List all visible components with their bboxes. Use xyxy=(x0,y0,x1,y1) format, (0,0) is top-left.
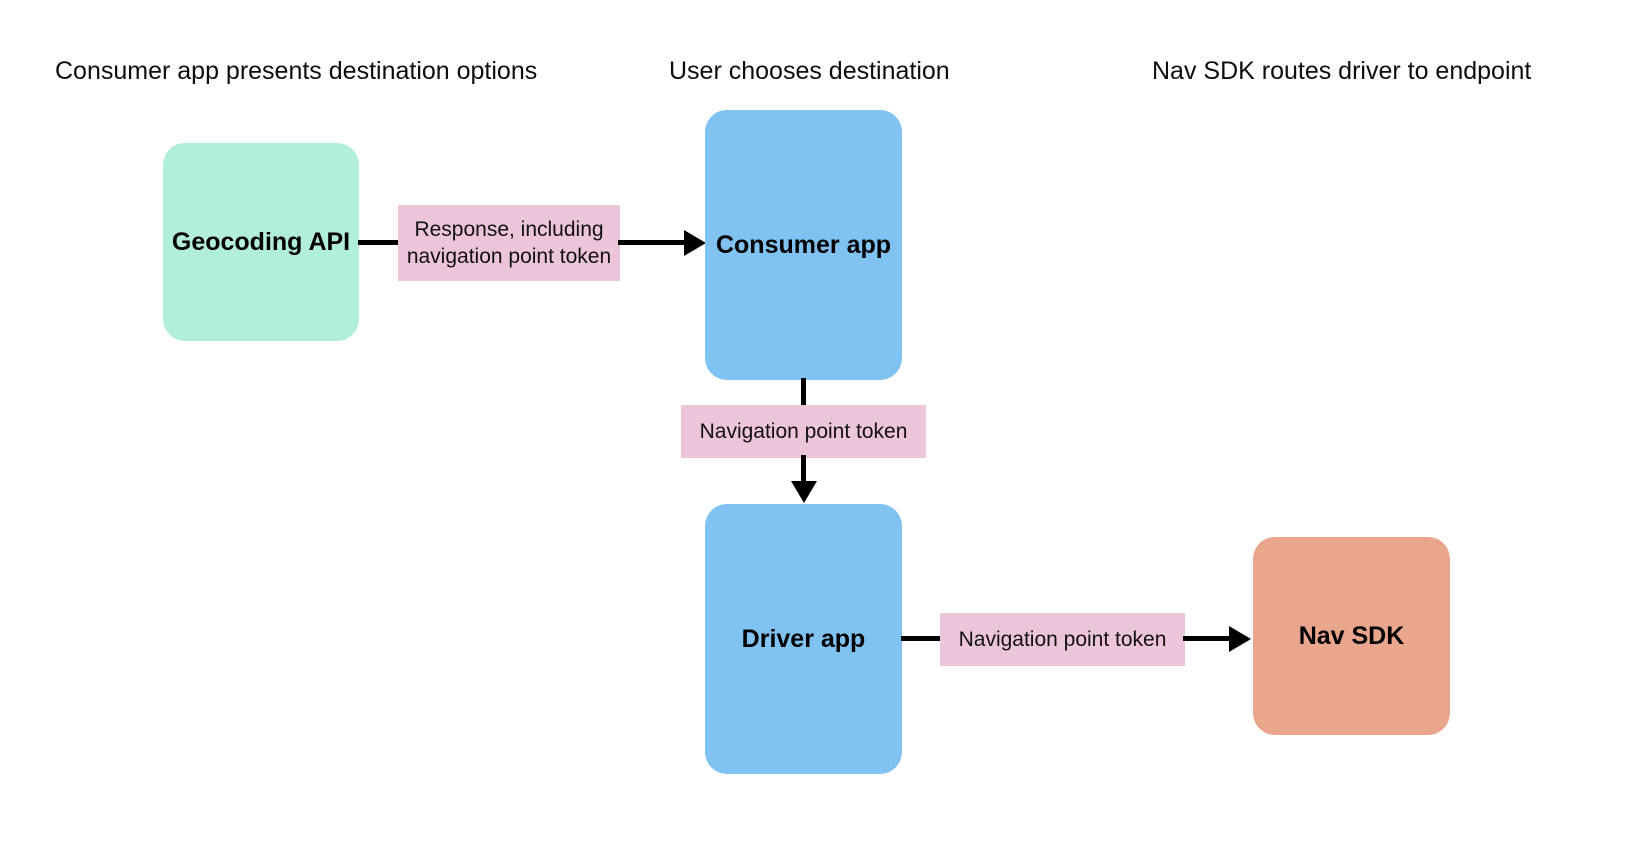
node-driver-app[interactable]: Driver app xyxy=(705,504,902,774)
edge-label-response-text: Response, including navigation point tok… xyxy=(406,218,612,268)
node-nav-sdk[interactable]: Nav SDK xyxy=(1253,537,1450,735)
edge-label-navigation-point-token-horizontal: Navigation point token xyxy=(940,613,1185,666)
edge-line-label-to-navsdk xyxy=(1183,636,1245,641)
arrow-head-geocoding-to-consumer-icon xyxy=(684,230,706,256)
edge-label-response-including-navigation-point-token: Response, including navigation point tok… xyxy=(398,205,620,281)
node-geocoding-api[interactable]: Geocoding API xyxy=(163,143,359,341)
arrow-head-driver-to-navsdk-icon xyxy=(1229,626,1251,652)
node-nav-sdk-label: Nav SDK xyxy=(1298,621,1405,650)
node-driver-app-label: Driver app xyxy=(741,624,866,653)
edge-line-geocoding-to-label xyxy=(358,240,420,245)
edge-line-driver-to-label xyxy=(901,636,963,641)
edge-line-label-to-consumer xyxy=(618,240,700,245)
edge-line-label-to-driver xyxy=(801,455,806,490)
node-consumer-app[interactable]: Consumer app xyxy=(705,110,902,380)
column-header-user-chooses-destination: User chooses destination xyxy=(669,57,950,85)
edge-label-nav-token-vertical-text: Navigation point token xyxy=(699,420,908,443)
edge-line-consumer-to-label xyxy=(801,378,806,410)
node-consumer-app-label: Consumer app xyxy=(715,230,892,259)
node-geocoding-api-label: Geocoding API xyxy=(171,227,351,256)
edge-label-nav-token-horizontal-text: Navigation point token xyxy=(958,628,1167,651)
arrow-head-consumer-to-driver-icon xyxy=(791,481,817,503)
edge-label-navigation-point-token-vertical: Navigation point token xyxy=(681,405,926,458)
column-header-consumer-app-presents: Consumer app presents destination option… xyxy=(55,57,538,85)
column-header-nav-sdk-routes-driver: Nav SDK routes driver to endpoint xyxy=(1152,57,1532,85)
